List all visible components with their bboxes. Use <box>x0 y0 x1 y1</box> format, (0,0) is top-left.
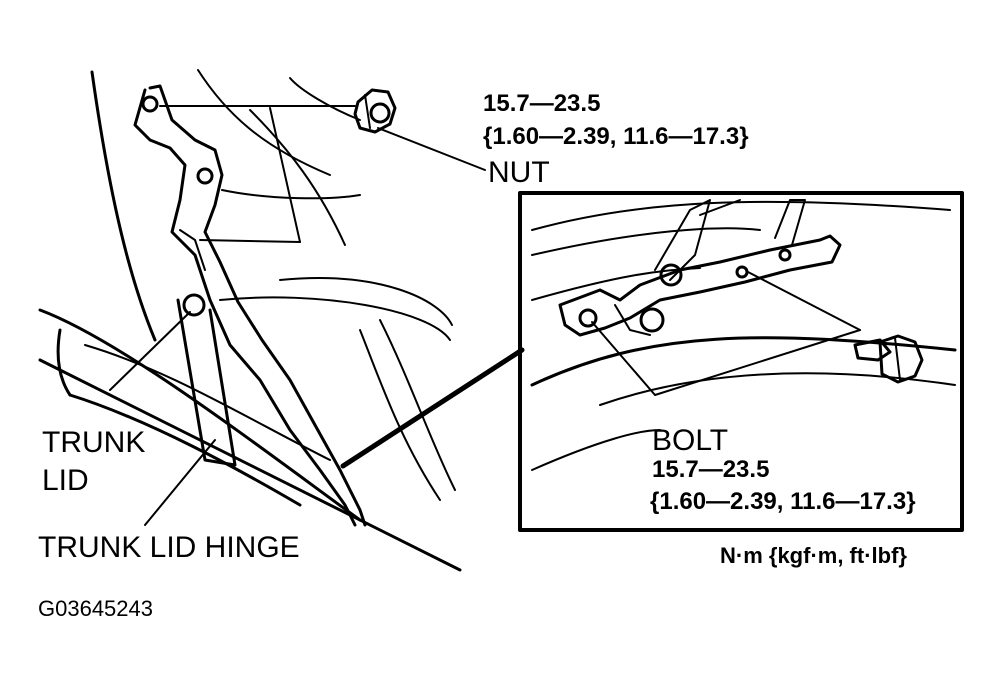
trunk-lid-label-line2: LID <box>42 464 89 497</box>
trunk-lid-label-line1: TRUNK <box>42 426 146 459</box>
torque-units: N·m {kgf·m, ft·lbf} <box>720 543 907 568</box>
bolt-label: BOLT <box>652 424 729 457</box>
nut-label: NUT <box>488 156 550 189</box>
nut-torque: 15.7—23.5 <box>483 90 601 117</box>
detail-inset-frame <box>518 191 964 532</box>
detail-inset-art <box>530 199 957 471</box>
leader-lines <box>109 105 486 526</box>
bolt-torque: 15.7—23.5 <box>652 456 770 483</box>
detail-connector-line <box>340 347 525 469</box>
nut <box>353 88 397 134</box>
nut-torque-alt: {1.60—2.39, 11.6—17.3} <box>483 123 749 150</box>
trunk-lid-hinge-label: TRUNK LID HINGE <box>38 531 300 564</box>
body-panel-lines <box>90 69 361 342</box>
trunk-lid <box>38 277 462 572</box>
figure-code: G03645243 <box>38 596 153 621</box>
bolt-torque-alt: {1.60—2.39, 11.6—17.3} <box>650 488 916 515</box>
trunk-lid-hinge <box>133 84 367 527</box>
